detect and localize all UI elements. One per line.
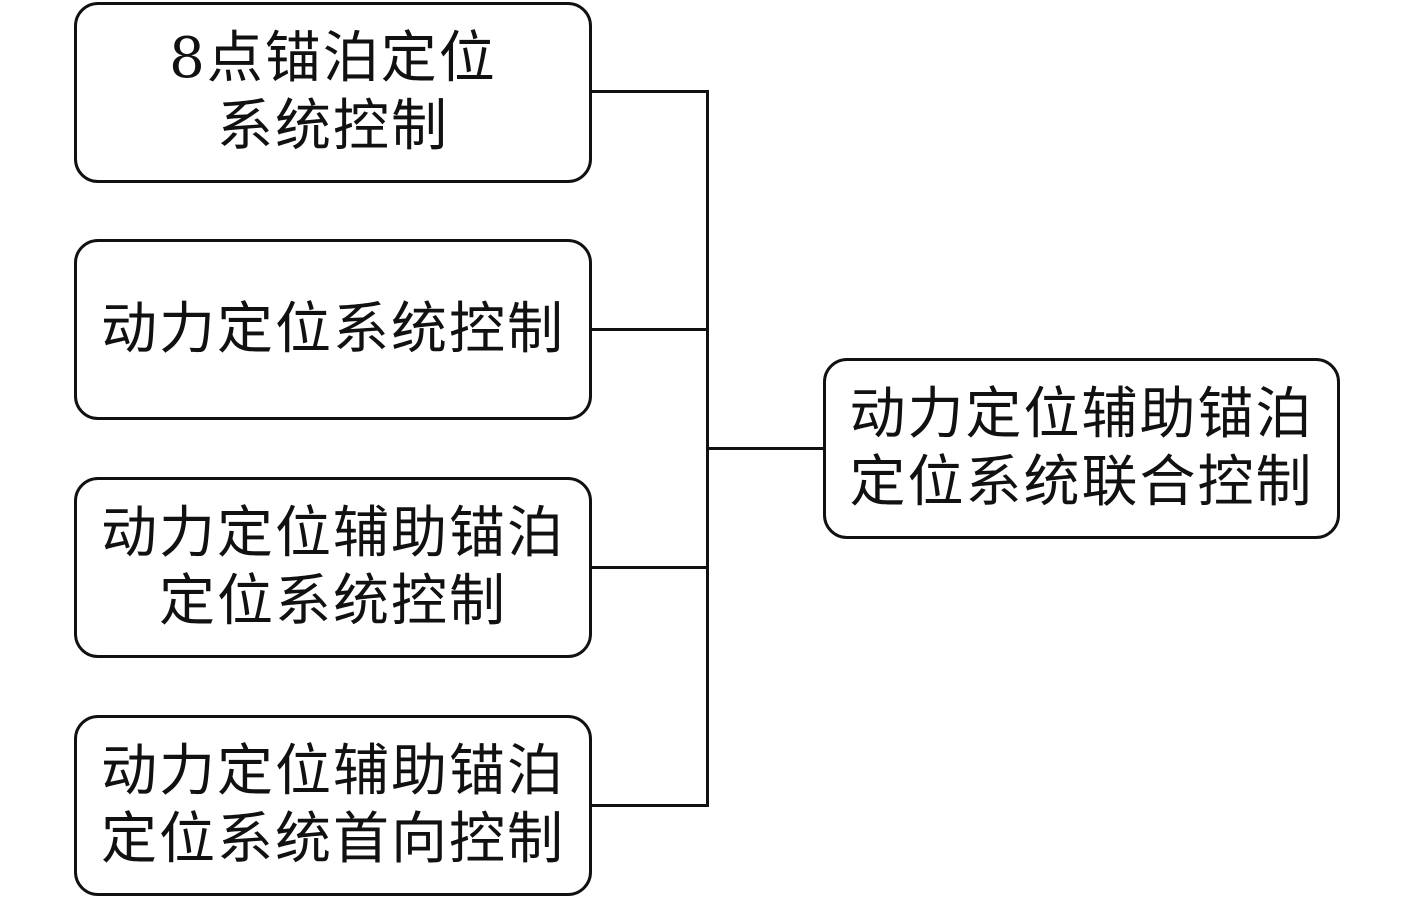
node-8point-mooring-control: 8点锚泊定位 系统控制: [74, 2, 592, 183]
node-label-line1: 8点锚泊定位: [169, 25, 497, 91]
node-label-line1: 动力定位系统控制: [101, 296, 565, 362]
node-joint-control-output: 动力定位辅助锚泊 定位系统联合控制: [823, 358, 1340, 539]
connector-box4: [591, 804, 709, 807]
node-dp-assisted-mooring-heading-control: 动力定位辅助锚泊 定位系统首向控制: [74, 715, 592, 896]
node-label-line1: 动力定位辅助锚泊: [849, 381, 1314, 447]
connector-to-output: [706, 447, 824, 450]
connector-box1: [591, 90, 709, 93]
node-label-line2: 系统控制: [217, 93, 449, 159]
connector-box3: [591, 566, 709, 569]
node-label-line2: 定位系统联合控制: [849, 449, 1314, 515]
node-dp-assisted-mooring-control: 动力定位辅助锚泊 定位系统控制: [74, 477, 592, 658]
node-label-line1: 动力定位辅助锚泊: [101, 500, 565, 566]
node-dp-system-control: 动力定位系统控制: [74, 239, 592, 420]
node-label-line2: 定位系统控制: [159, 568, 507, 634]
node-label-line2: 定位系统首向控制: [101, 806, 565, 872]
node-label-line1: 动力定位辅助锚泊: [101, 738, 565, 804]
connector-box2: [591, 328, 709, 331]
